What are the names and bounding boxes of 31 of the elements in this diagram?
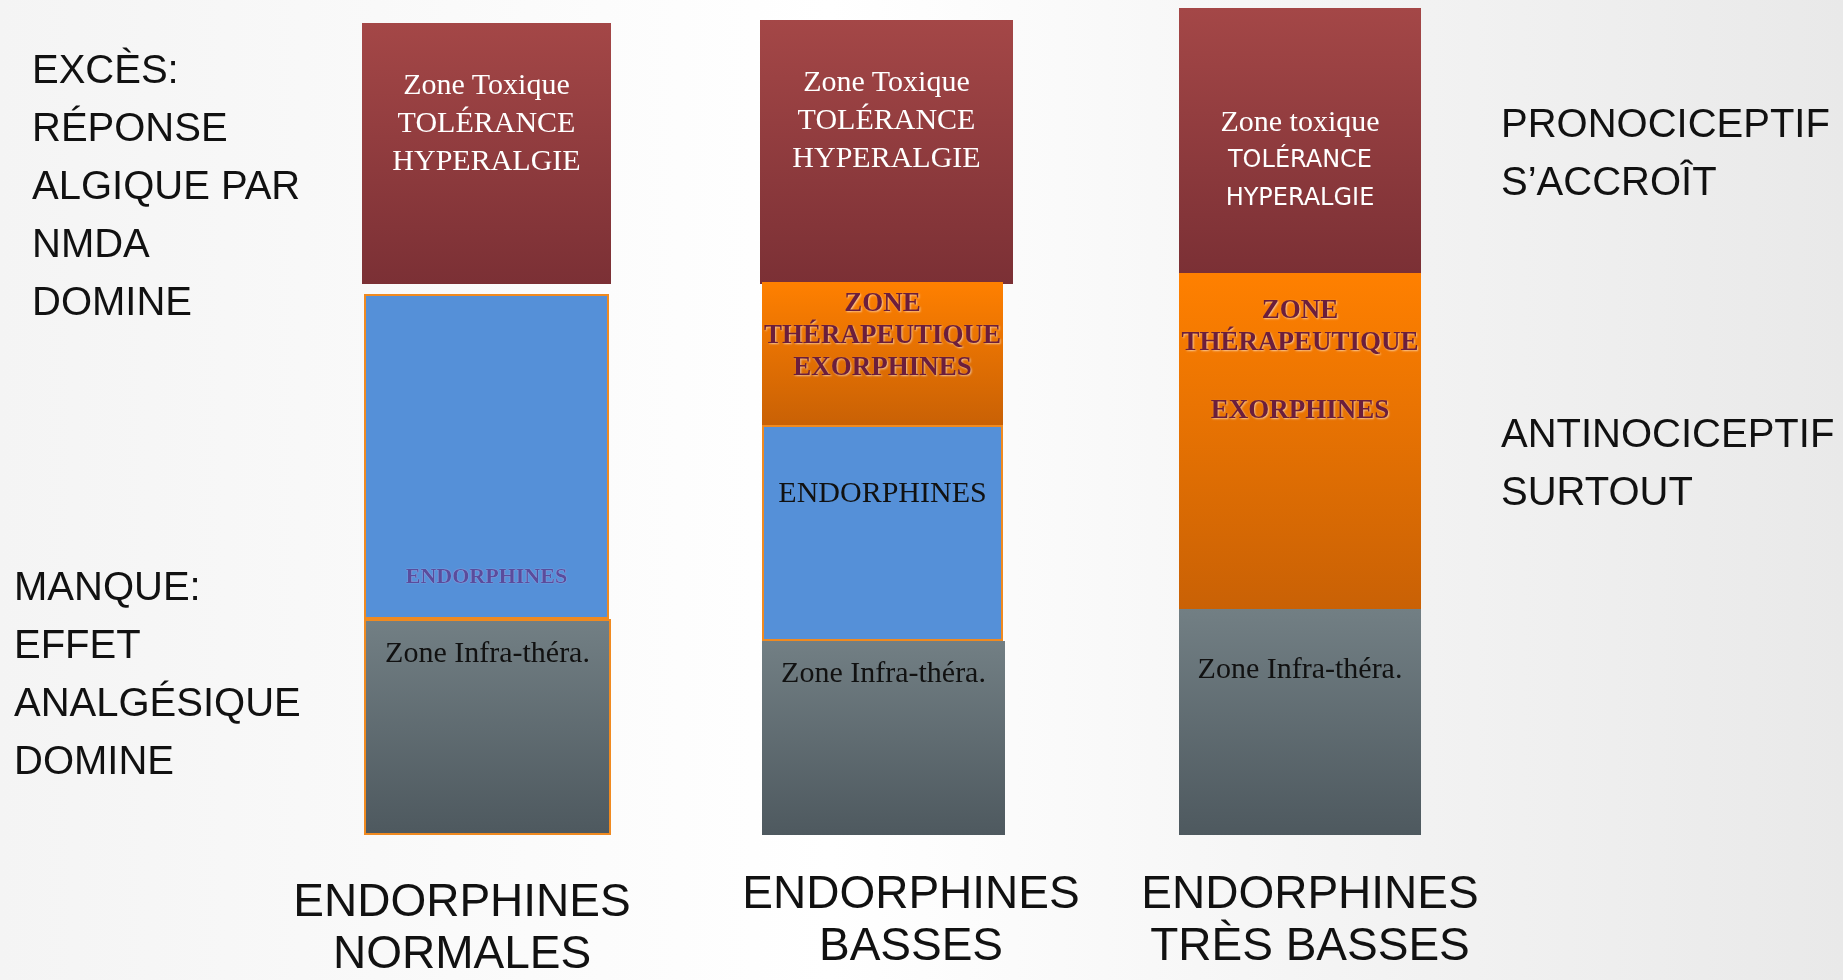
column-title: ENDORPHINES NORMALES xyxy=(292,874,632,978)
antinociceptive-note: ANTINOCICEPTIF SURTOUT xyxy=(1501,410,1836,515)
zone-label: ENDORPHINES xyxy=(778,475,987,509)
zone-label: TOLÉRANCE HYPERALGIE xyxy=(391,104,582,178)
zone-label: EXORPHINES xyxy=(1210,393,1390,425)
deficiency-note: MANQUE: EFFET ANALGÉSIQUE DOMINE xyxy=(14,563,302,784)
sub-therapeutic-zone-block xyxy=(1179,609,1421,835)
zone-label: ZONE THÉRAPEUTIQUE xyxy=(1180,293,1420,357)
zone-label: Zone Toxique xyxy=(803,63,970,99)
endorphin-zone-block xyxy=(364,294,609,619)
therapeutic-zone-block xyxy=(1179,273,1421,609)
toxic-zone-block xyxy=(1179,8,1421,273)
zone-label: Zone toxique xyxy=(1220,103,1380,139)
sub-therapeutic-zone-block xyxy=(364,619,611,835)
zone-label: Zone Infra-théra. xyxy=(781,654,986,690)
zone-label: Zone Infra-théra. xyxy=(1197,650,1403,686)
endorphin-zone-block xyxy=(762,425,1003,641)
zone-label: Zone Infra-théra. xyxy=(385,634,590,670)
column-title: ENDORPHINES BASSES xyxy=(741,866,1081,970)
zone-label: ENDORPHINES xyxy=(405,563,568,589)
zone-label: ZONE THÉRAPEUTIQUE EXORPHINES xyxy=(762,286,1002,382)
sub-therapeutic-zone-block xyxy=(762,641,1005,835)
toxic-zone-block xyxy=(760,20,1013,284)
zone-label: TOLÉRANCE HYPERALGIE xyxy=(791,101,982,175)
column-title: ENDORPHINES TRÈS BASSES xyxy=(1140,866,1480,970)
toxic-zone-block xyxy=(362,23,611,284)
excess-note: EXCÈS: RÉPONSE ALGIQUE PAR NMDA DOMINE xyxy=(32,46,302,325)
pronociceptive-note: PRONOCICEPTIF S’ACCROÎT xyxy=(1501,100,1831,205)
therapeutic-zone-block xyxy=(762,282,1003,425)
zone-label: TOLÉRANCE HYPERALGIE xyxy=(1224,143,1376,213)
zone-label: Zone Toxique xyxy=(403,66,570,102)
